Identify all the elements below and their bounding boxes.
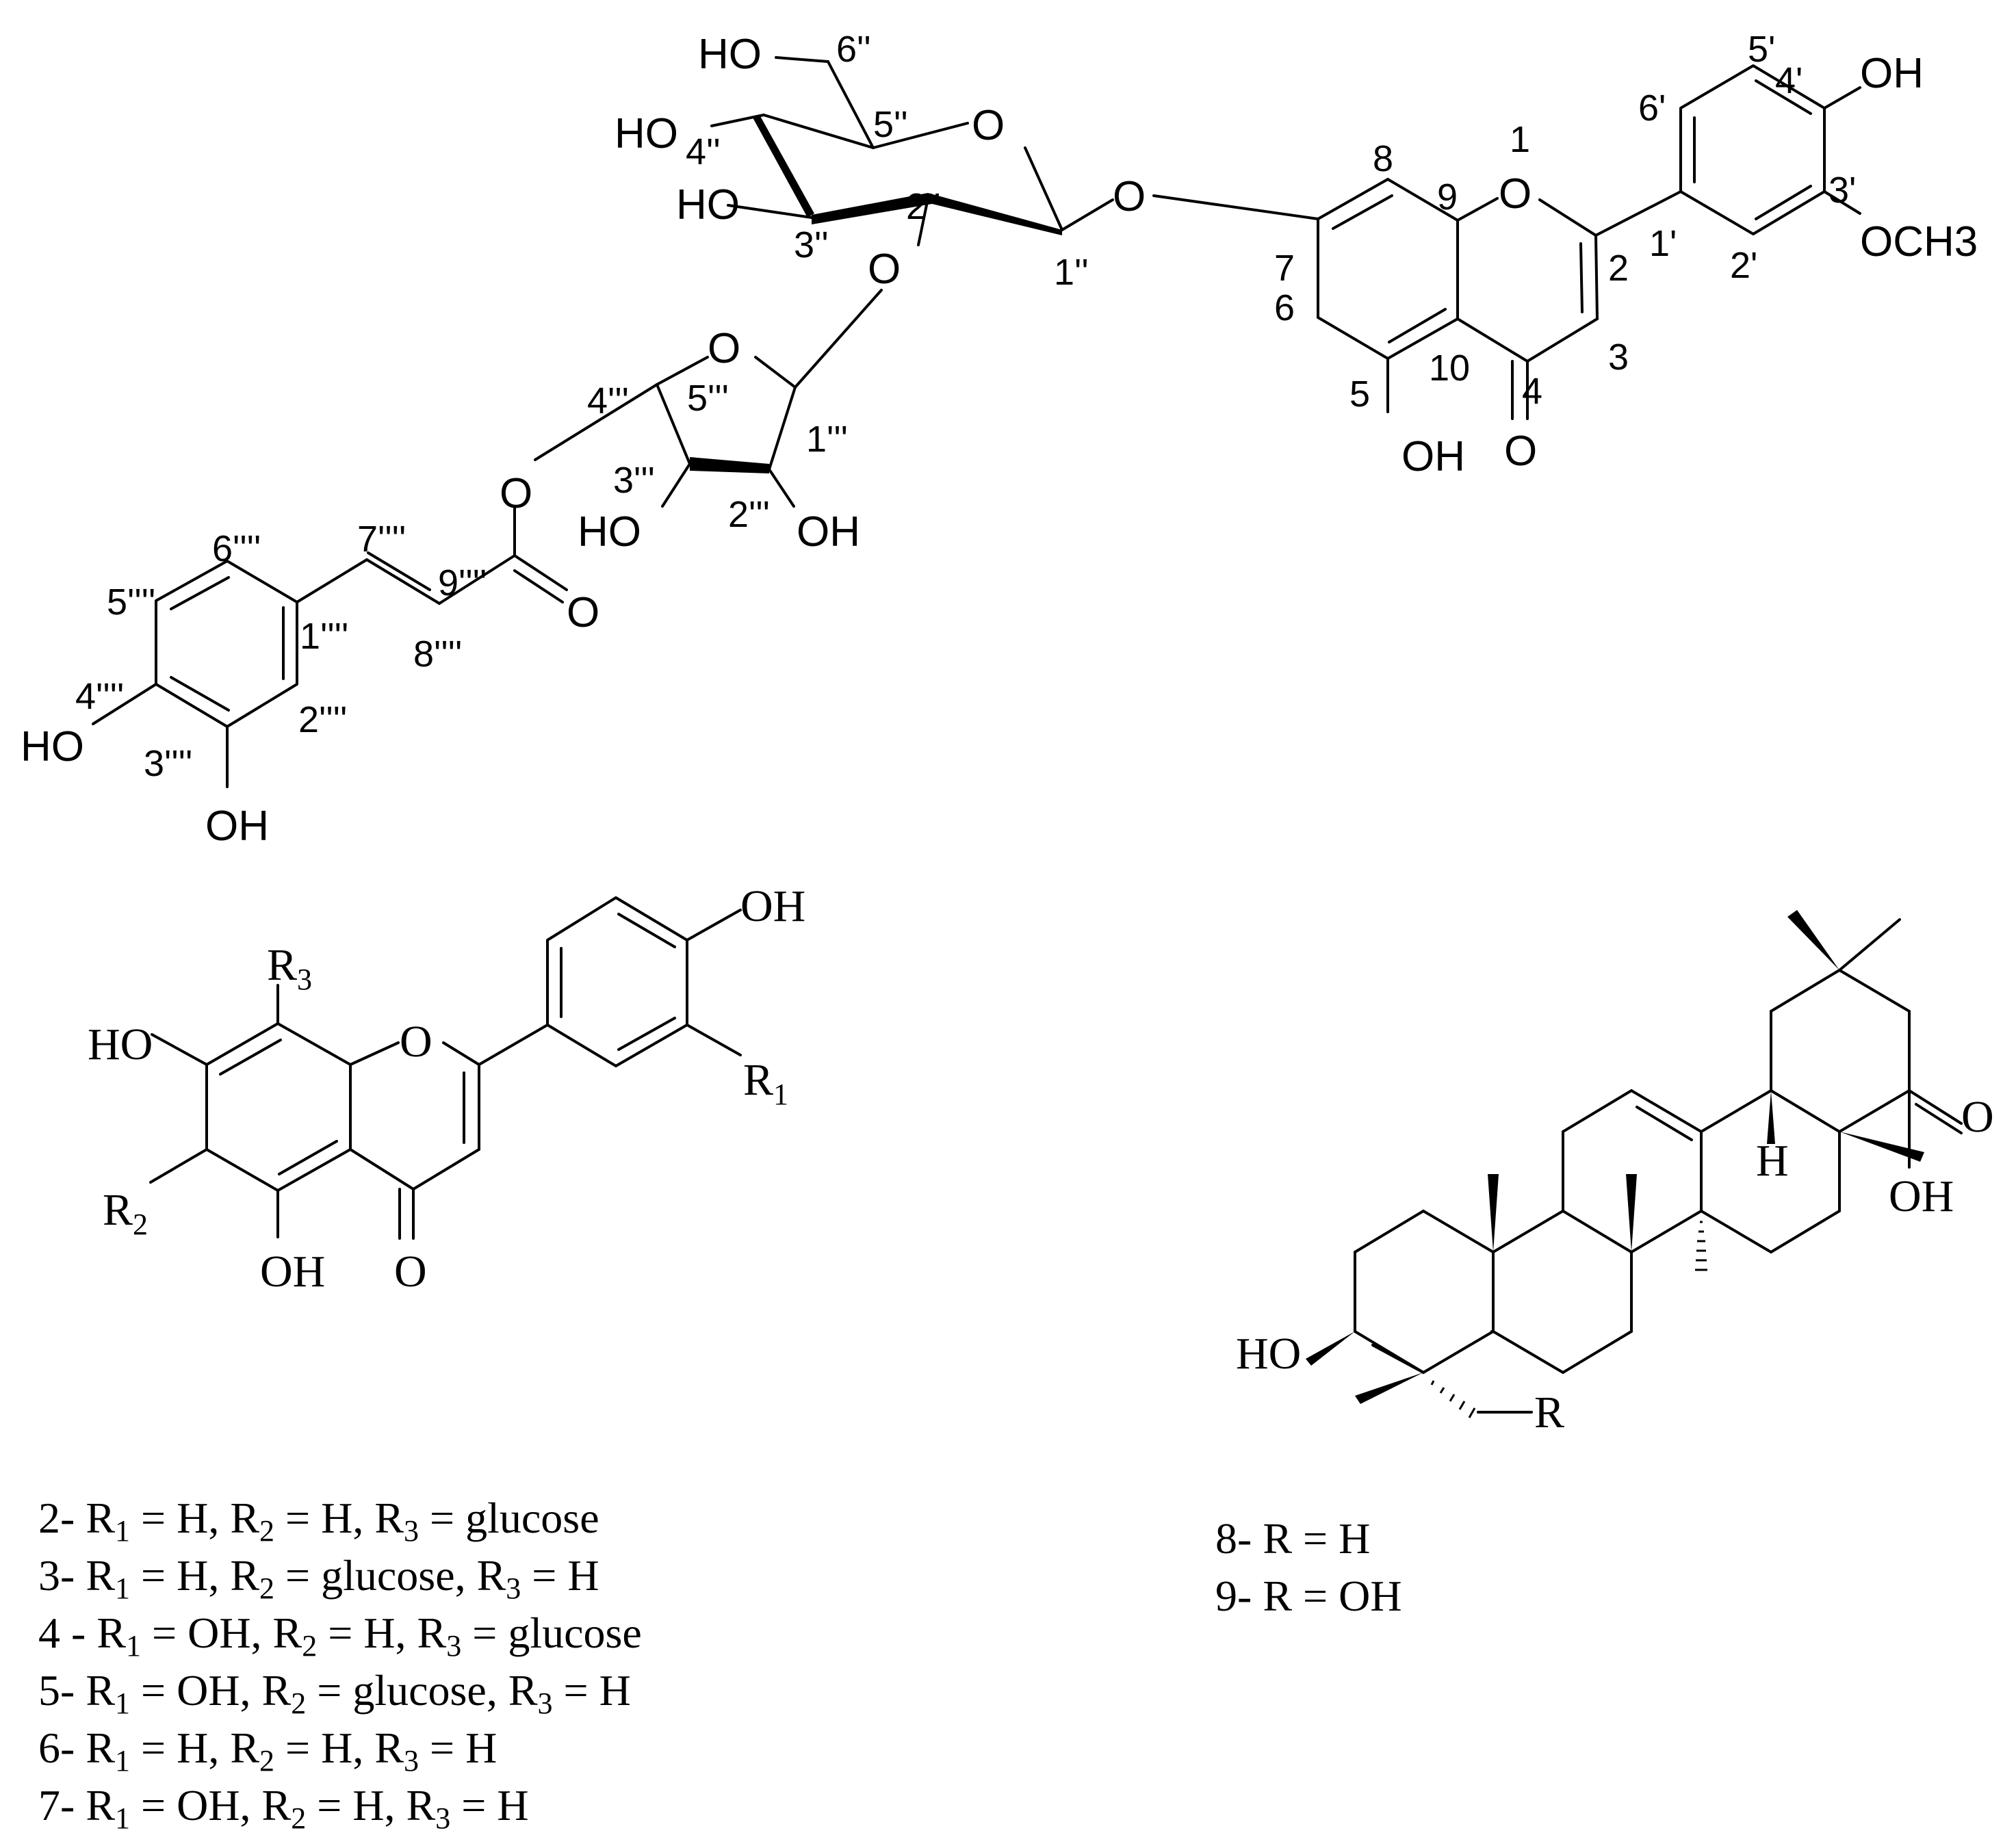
c3-ho-3: HO	[1236, 1329, 1301, 1379]
c1-num-6p: 6'	[1638, 88, 1666, 129]
c1-num-3pp: 3''	[794, 224, 829, 265]
chromone-core	[1317, 178, 1682, 420]
c1-num-6pp: 6''	[836, 29, 871, 70]
c1-ho-6pp: HO	[698, 31, 762, 78]
c2-oh-4prime: OH	[740, 881, 805, 931]
c1-num-5: 5	[1349, 374, 1370, 415]
hashed-bonds	[1430, 1221, 1707, 1418]
c1-ho-4pp: HO	[615, 110, 678, 157]
c1-num-1p: 1'	[1649, 223, 1677, 264]
c1-num-4ppp: 4'''	[587, 380, 629, 421]
legend-right: 8- R = H 9- R = OH	[1215, 1514, 1402, 1620]
c1-num-2: 2	[1608, 248, 1629, 289]
compound-1-labels: OH OCH3 O 1 OH O 8 9 7 6 5 10 4 3 2 1' 2…	[21, 29, 1978, 850]
c1-och3: OCH3	[1860, 218, 1978, 265]
c1-num-3p: 3'	[1828, 170, 1856, 211]
c2-r3: R	[267, 940, 297, 990]
c1-num-2ppp: 2'''	[728, 494, 770, 535]
c1-o-2pp: O	[868, 246, 901, 293]
c1-ho-4q: HO	[21, 723, 84, 770]
c1-num-1pp: 1''	[1054, 252, 1089, 293]
legend-right-line-1: 8- R = H	[1215, 1514, 1370, 1563]
legend-left-line-4: 5- R1 = OH, R2 = glucose, R3 = H	[38, 1666, 631, 1720]
c1-num-5p: 5'	[1748, 29, 1775, 70]
c2-oh-5: OH	[260, 1247, 325, 1297]
c1-num-3: 3	[1608, 337, 1629, 378]
c1-num-4pp: 4''	[686, 131, 721, 172]
c2-r3-subscript: 3	[297, 963, 312, 996]
c2-r1: R	[743, 1055, 773, 1105]
c1-ho-3pp: HO	[676, 181, 740, 229]
c1-num-2pp: 2''	[906, 186, 941, 227]
c1-num-1q: 1''''	[300, 616, 348, 657]
c1-num-10: 10	[1429, 348, 1470, 389]
c3-oh-acid: OH	[1889, 1171, 1954, 1221]
compound-2-structure	[149, 896, 742, 1240]
c1-num-7: 7	[1274, 248, 1295, 289]
c1-num-5ppp: 5'''	[687, 378, 729, 419]
c1-num-6: 6	[1274, 287, 1295, 328]
glucose-ring	[710, 56, 1063, 246]
c1-num-8q: 8''''	[413, 634, 462, 675]
c1-oh5: OH	[1401, 433, 1465, 480]
apiose-ring	[534, 289, 883, 508]
c1-n1: 1	[1510, 119, 1530, 160]
c3-keto-o: O	[1961, 1092, 1994, 1142]
c1-num-3q: 3''''	[144, 743, 192, 784]
legend-left-line-1: 2- R1 = H, R2 = H, R3 = glucose	[38, 1494, 599, 1548]
c1-num-3ppp: 3'''	[613, 460, 655, 501]
c1-num-4: 4	[1522, 371, 1542, 412]
c1-num-4p: 4'	[1775, 60, 1802, 101]
c1-num-2p: 2'	[1730, 245, 1757, 286]
legend-left-line-5: 6- R1 = H, R2 = H, R3 = H	[38, 1723, 497, 1778]
c1-num-8: 8	[1373, 138, 1393, 179]
c1-num-1ppp: 1'''	[806, 419, 848, 460]
b-ring	[1679, 64, 1861, 235]
c3-r: R	[1534, 1388, 1564, 1437]
c1-o-carbonyl: O	[567, 589, 599, 636]
c1-num-7q: 7''''	[357, 519, 406, 560]
legend-left-line-6: 7- R1 = OH, R2 = H, R3 = H	[38, 1781, 529, 1835]
c1-ho-3ppp: HO	[578, 508, 641, 556]
c1-num-5pp: 5''	[873, 104, 908, 145]
c1-num-5q: 5''''	[107, 582, 155, 623]
c1-num-9: 9	[1437, 177, 1458, 218]
c1-o-glucose: O	[972, 102, 1005, 149]
c1-o1: O	[1499, 170, 1532, 218]
c2-r1-subscript: 1	[773, 1078, 788, 1111]
c1-oh-3q: OH	[205, 803, 269, 850]
c1-num-9q: 9''''	[438, 562, 487, 603]
c1-num-2q: 2''''	[298, 699, 347, 740]
legend-left-line-3: 4 - R1 = OH, R2 = H, R3 = glucose	[38, 1609, 642, 1663]
c1-num-4q: 4''''	[75, 676, 124, 717]
c2-r2: R	[103, 1185, 133, 1235]
c1-oh-4prime: OH	[1860, 50, 1924, 97]
c1-num-6q: 6''''	[212, 528, 261, 569]
legend-left-line-2: 3- R1 = H, R2 = glucose, R3 = H	[38, 1551, 599, 1605]
compound-1-structure	[92, 56, 1861, 788]
c2-ho-7: HO	[88, 1019, 153, 1069]
compound-2-labels: OH R 3 HO O R 1 R 2 OH O	[88, 881, 805, 1297]
c2-o-ring: O	[400, 1017, 432, 1067]
c1-o-ester: O	[500, 470, 532, 517]
c2-r2-subscript: 2	[133, 1208, 148, 1241]
c3-h: H	[1756, 1136, 1789, 1186]
c1-o-glycoside: O	[1113, 173, 1146, 220]
c1-o-furanose: O	[708, 325, 740, 372]
compound-3-structure	[1306, 910, 1963, 1418]
c1-oh-2ppp: OH	[797, 508, 860, 556]
caffeoyl-group	[92, 506, 568, 788]
legend-right-line-2: 9- R = OH	[1215, 1572, 1402, 1620]
compound-3-labels: O OH H HO R	[1236, 1092, 1994, 1437]
c2-keto-o: O	[394, 1247, 427, 1297]
c1-keto-o: O	[1504, 428, 1537, 475]
